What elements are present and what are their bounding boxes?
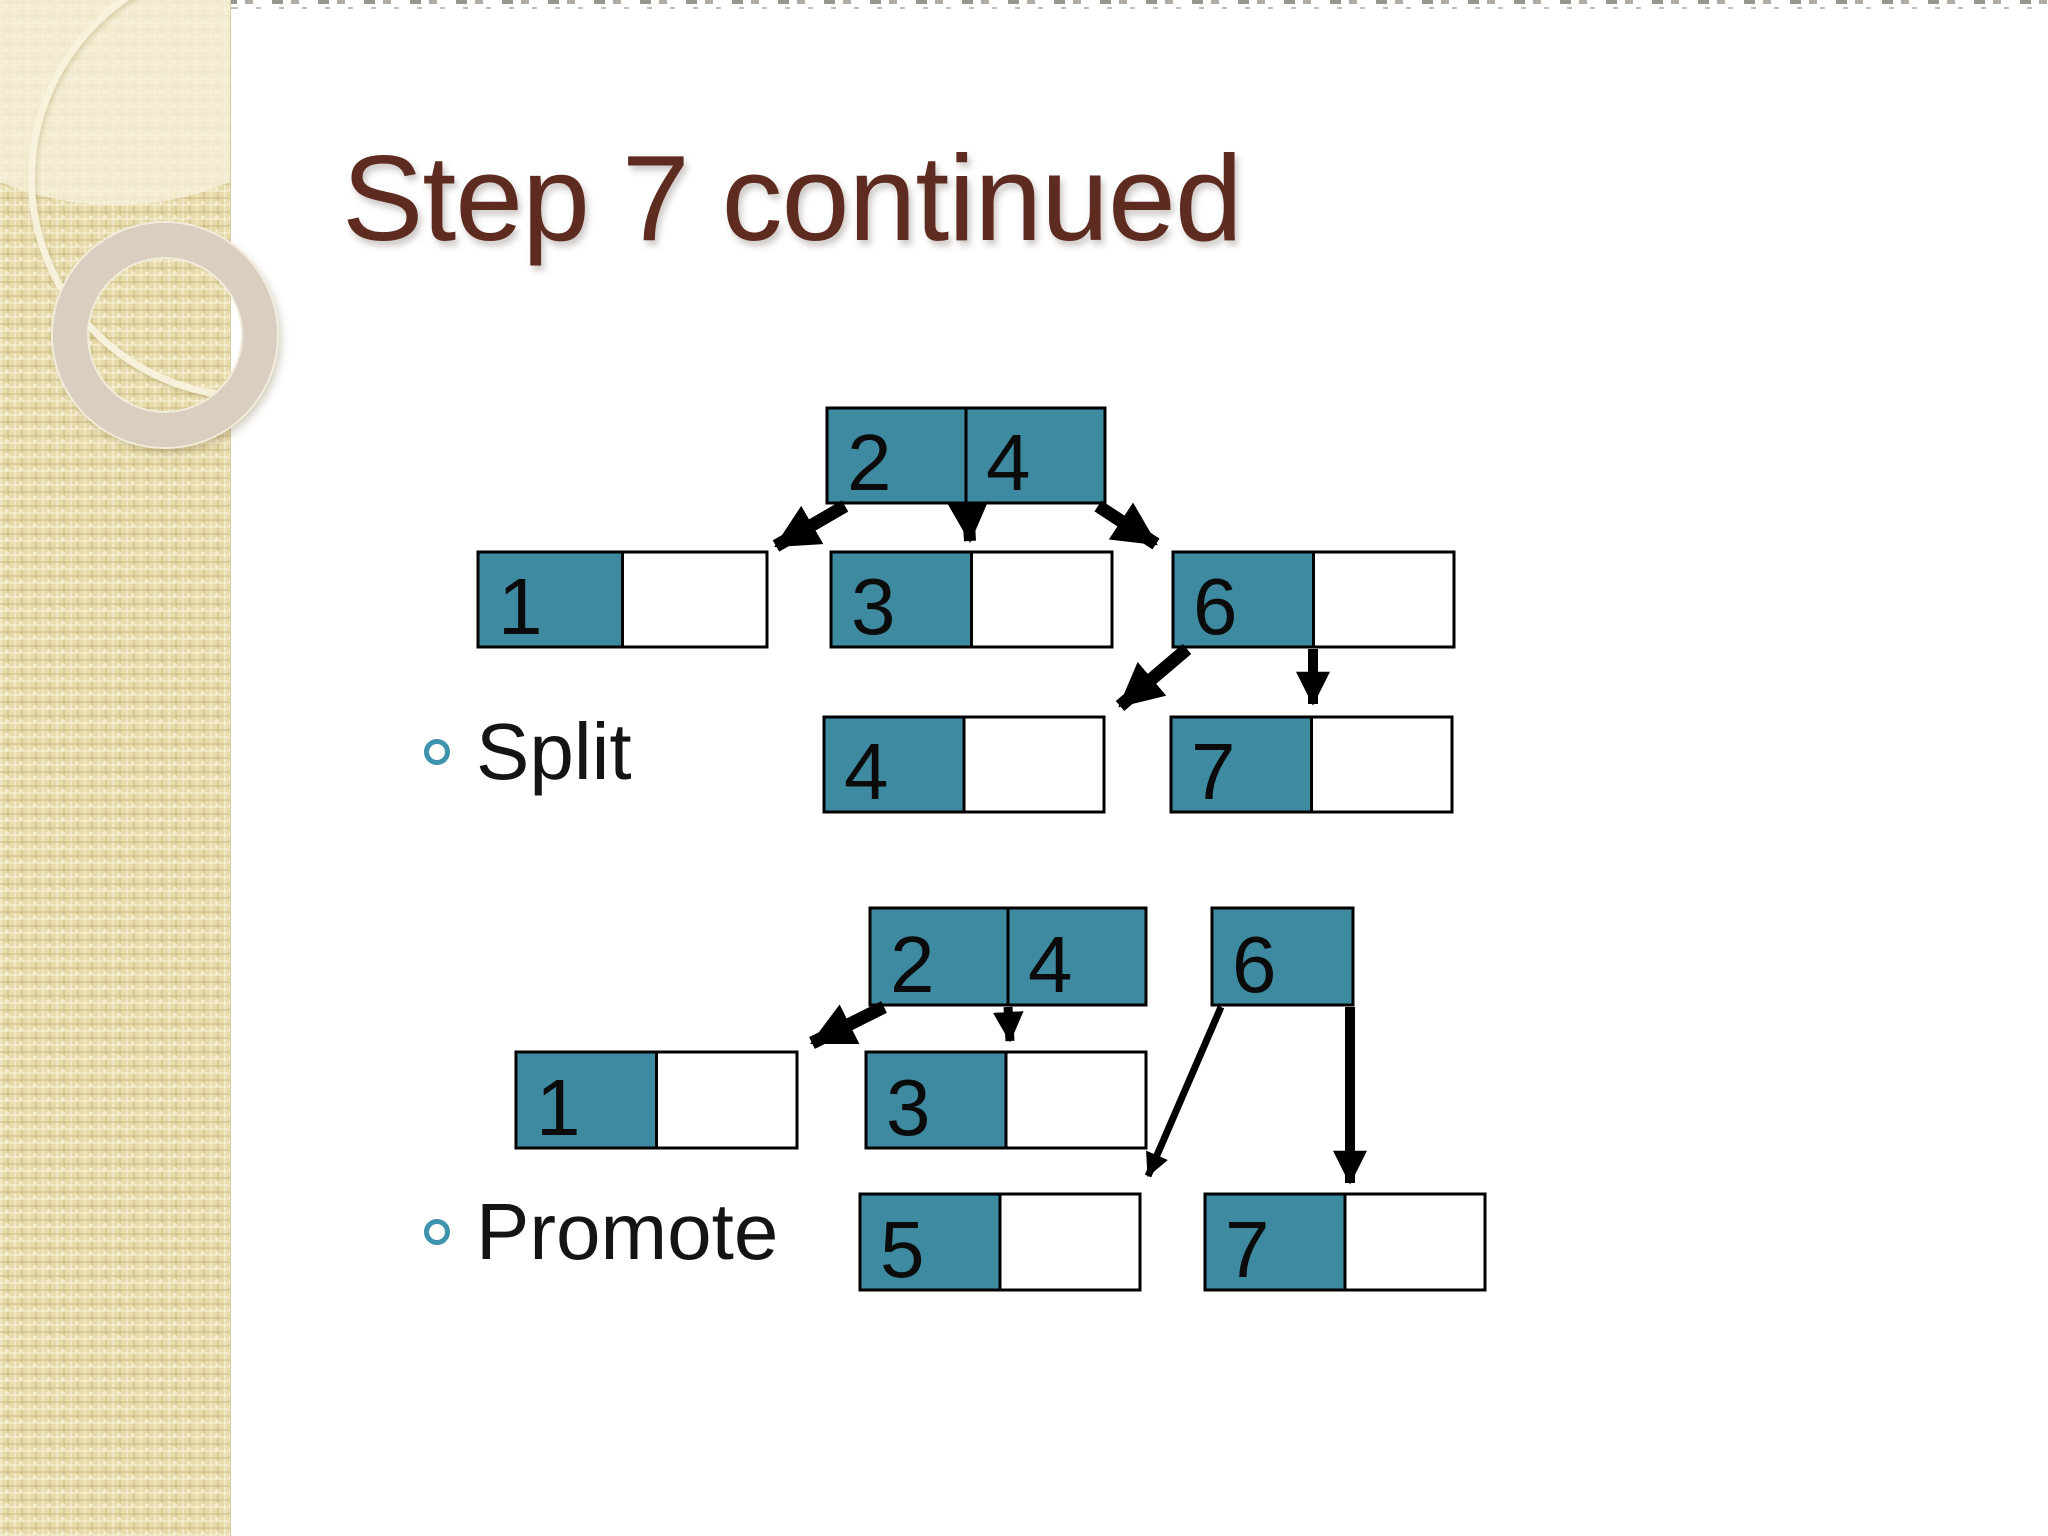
- bullet-circle-icon: [424, 739, 450, 765]
- tree-arrow: [1094, 500, 1160, 550]
- node-cell-filled: [514, 1050, 658, 1150]
- node-value: 4: [986, 418, 1031, 507]
- bullet-circle-icon: [424, 1219, 450, 1245]
- node-cell-filled: [858, 1192, 1002, 1292]
- node-cell-filled: [825, 406, 968, 505]
- node-cell-filled: [822, 715, 966, 814]
- tree-arrow: [772, 500, 849, 552]
- node-cell-filled: [864, 1050, 1008, 1150]
- tree-node: 5: [858, 1192, 1142, 1294]
- node-cell-filled: [1210, 906, 1355, 1007]
- node-value: 4: [1028, 920, 1073, 1009]
- tree-node: 6: [1210, 906, 1355, 1009]
- tree-node: 3: [829, 550, 1114, 651]
- slide-title: Step 7 continued: [342, 130, 1243, 266]
- node-cell-empty: [1343, 1192, 1487, 1292]
- node-value: 2: [890, 920, 935, 1009]
- tree-arrow: [947, 501, 989, 544]
- node-cell-filled: [1171, 550, 1315, 649]
- node-cell-empty: [998, 1192, 1142, 1292]
- bullet-promote-label: Promote: [476, 1187, 779, 1276]
- bullet-split-label: Split: [476, 707, 632, 796]
- tree-arrow: [993, 1006, 1024, 1043]
- node-cell-empty: [1004, 1050, 1148, 1150]
- node-cell-empty: [1312, 550, 1456, 649]
- node-cell-filled: [1006, 906, 1148, 1007]
- node-value: 1: [498, 562, 543, 651]
- tree-arrow: [1115, 644, 1192, 711]
- node-value: 3: [886, 1063, 931, 1152]
- node-value: 7: [1191, 727, 1236, 816]
- node-cell-filled: [964, 406, 1107, 505]
- node-cell-empty: [970, 550, 1114, 649]
- bullet-item-promote: Promote: [424, 1182, 778, 1282]
- node-cell-empty: [655, 1050, 799, 1150]
- tree-node: 7: [1203, 1192, 1487, 1294]
- node-value: 7: [1225, 1205, 1270, 1294]
- tree-node: 6: [1171, 550, 1456, 651]
- node-value: 1: [536, 1063, 581, 1152]
- node-cell-empty: [962, 715, 1106, 814]
- tree-node: 3: [864, 1050, 1148, 1152]
- tree-node: 4: [822, 715, 1106, 816]
- node-value: 6: [1193, 562, 1238, 651]
- tree-node: 1: [476, 550, 769, 651]
- tree-node: 1: [514, 1050, 799, 1152]
- node-value: 3: [851, 562, 896, 651]
- node-value: 5: [880, 1205, 925, 1294]
- node-cell-filled: [476, 550, 624, 649]
- bullet-item-split: Split: [424, 702, 632, 802]
- node-value: 2: [847, 418, 892, 507]
- node-value: 4: [844, 727, 889, 816]
- tree-node: 7: [1169, 715, 1454, 816]
- node-cell-empty: [621, 550, 769, 649]
- node-cell-empty: [1310, 715, 1454, 814]
- tree-arrow: [1144, 1005, 1225, 1178]
- tree-arrow: [809, 1001, 887, 1049]
- node-value: 6: [1232, 920, 1277, 1009]
- top-edge-cutoff-text: [226, 0, 2048, 10]
- node-cell-filled: [1169, 715, 1313, 814]
